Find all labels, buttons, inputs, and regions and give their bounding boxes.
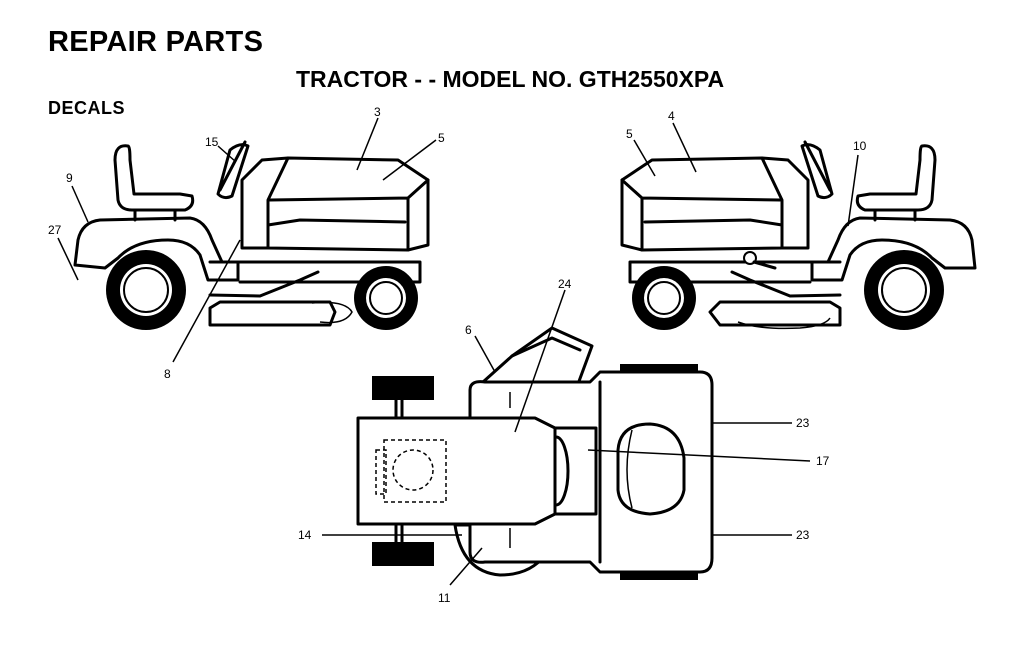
leader-lines-left (57, 117, 437, 363)
page-title: REPAIR PARTS (48, 26, 264, 58)
callout-27: 27 (48, 223, 62, 237)
tractor-left-view (73, 140, 430, 330)
callout-3: 3 (374, 105, 381, 119)
tractor-top-view (356, 326, 714, 580)
callout-11: 11 (438, 591, 451, 605)
callout-9: 9 (66, 171, 73, 185)
callout-8: 8 (164, 367, 171, 381)
tractor-right-view (620, 140, 977, 330)
callouts: 3 5 15 9 27 8 4 5 10 24 6 23 17 23 14 11 (48, 105, 867, 605)
callout-14: 14 (298, 528, 312, 542)
section-heading: DECALS (48, 98, 126, 118)
leader-lines-right (633, 122, 859, 227)
callout-5-left: 5 (438, 131, 445, 145)
callout-4: 4 (668, 109, 675, 123)
callout-5-right: 5 (626, 127, 633, 141)
callout-10: 10 (853, 139, 867, 153)
callout-23-upper: 23 (796, 416, 810, 430)
callout-15: 15 (205, 135, 219, 149)
callout-6: 6 (465, 323, 472, 337)
page-subtitle: TRACTOR - - MODEL NO. GTH2550XPA (296, 66, 725, 92)
callout-24: 24 (558, 277, 572, 291)
callout-17: 17 (816, 454, 830, 468)
callout-23-lower: 23 (796, 528, 810, 542)
leader-lines-top (322, 289, 811, 586)
